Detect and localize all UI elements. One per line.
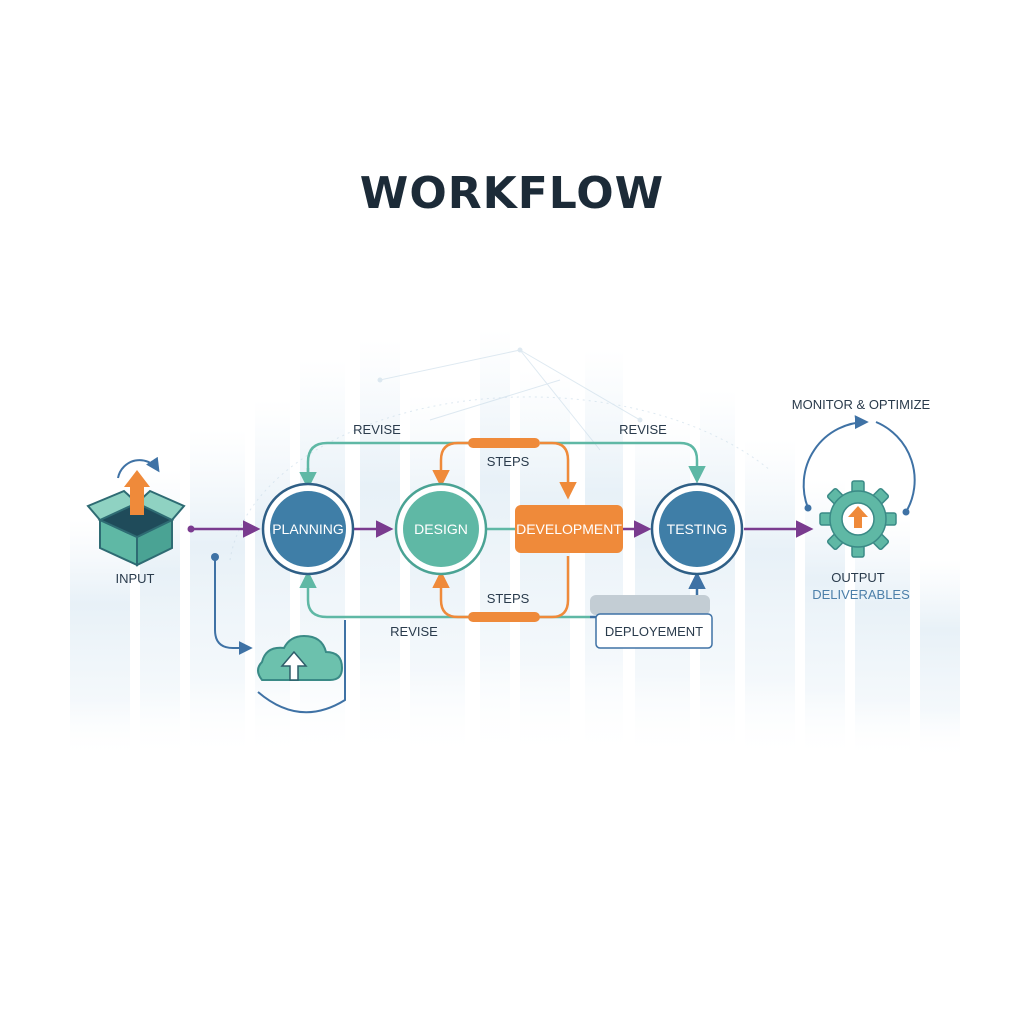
cloud-upload-icon (257, 620, 346, 714)
development-node[interactable]: DEVELOPMENT (515, 505, 623, 553)
steps-bottom-loop (432, 556, 570, 622)
deployment-label: DEPLOYEMENT (605, 624, 703, 639)
steps-top-label: STEPS (487, 454, 530, 469)
revise-top-right-label: REVISE (619, 422, 667, 437)
planning-node[interactable]: PLANNING (261, 482, 355, 576)
testing-label: TESTING (667, 521, 728, 537)
steps-top-loop (432, 438, 577, 500)
planning-label: PLANNING (272, 521, 344, 537)
output-deliverables-label: DELIVERABLES (812, 587, 910, 602)
input-label: INPUT (116, 571, 155, 586)
testing-node[interactable]: TESTING (650, 482, 744, 576)
deployment-box[interactable]: DEPLOYEMENT (590, 595, 713, 649)
design-label: DESIGN (414, 521, 468, 537)
gear-upload-icon (819, 480, 897, 558)
open-box-upload-icon (86, 456, 186, 567)
steps-bottom-label: STEPS (487, 591, 530, 606)
monitor-loop-arrows (802, 415, 916, 516)
input-to-planning-arrow (187, 520, 261, 538)
monitor-optimize-label: MONITOR & OPTIMIZE (792, 397, 931, 412)
cloud-branch-connector (211, 553, 253, 655)
development-label: DEVELOPMENT (516, 521, 622, 537)
output-label: OUTPUT (831, 570, 885, 585)
design-node[interactable]: DESIGN (394, 482, 488, 576)
revise-bottom-label: REVISE (390, 624, 438, 639)
revise-top-label: REVISE (353, 422, 401, 437)
page-title: WORKFLOW (359, 168, 665, 219)
